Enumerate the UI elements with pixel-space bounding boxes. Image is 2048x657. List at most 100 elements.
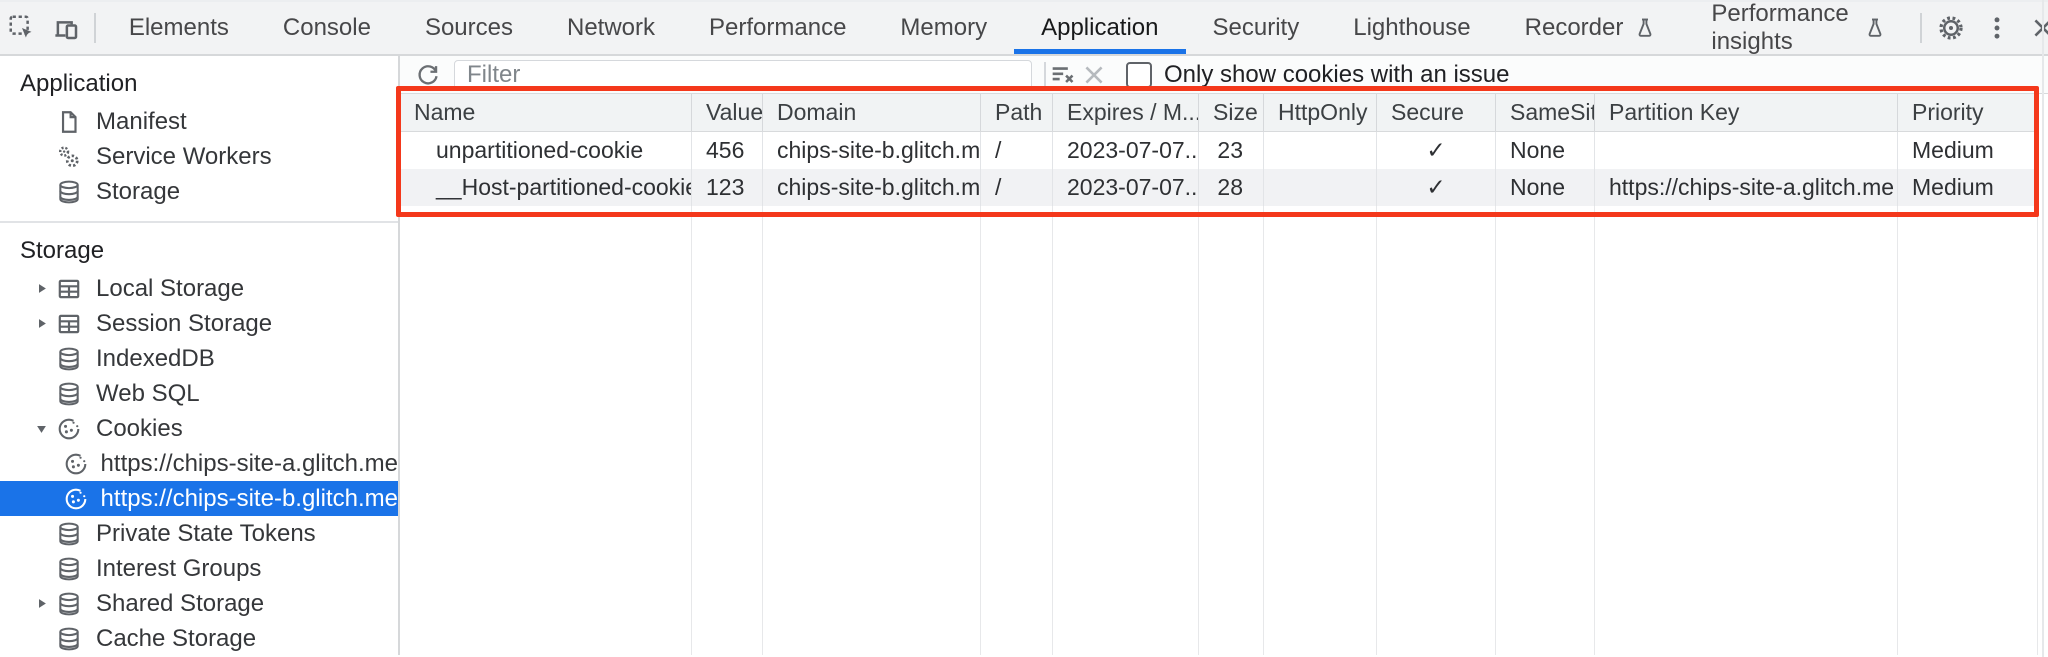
gear-icon [1936, 13, 1966, 43]
cell-httponly[interactable] [1264, 169, 1377, 206]
cell-size[interactable]: 28 [1199, 169, 1264, 206]
cookie-icon [63, 449, 89, 479]
cell-expires[interactable]: 2023-07-07... [1053, 169, 1199, 206]
sidebar-item-private-state-tokens[interactable]: Private State Tokens [0, 516, 398, 551]
cell-domain[interactable]: chips-site-b.glitch.me [763, 169, 981, 206]
cell-expires[interactable]: 2023-07-07... [1053, 132, 1199, 169]
database-icon [54, 589, 84, 619]
chevron-down-icon[interactable] [30, 421, 52, 436]
toggle-device-toolbar-button[interactable] [44, 2, 88, 54]
database-icon [54, 344, 84, 374]
sidebar-item-cookie-chips-site-b[interactable]: https://chips-site-b.glitch.me [0, 481, 398, 516]
delete-selected-button[interactable] [1078, 59, 1110, 91]
devtools-tabbar: Elements Console Sources Network Perform… [0, 0, 2048, 56]
chevron-right-icon[interactable] [30, 596, 52, 611]
tab-lighthouse[interactable]: Lighthouse [1353, 14, 1471, 41]
table-header-row: Name Value Domain Path Expires / M... Si… [400, 94, 2038, 132]
experiment-beaker-icon [1633, 16, 1657, 40]
clear-filter-button[interactable] [1046, 59, 1078, 91]
sidebar-item-web-sql[interactable]: Web SQL [0, 376, 398, 411]
cell-path[interactable]: / [981, 132, 1053, 169]
cookie-icon [54, 414, 84, 444]
cookie-icon [63, 484, 89, 514]
refresh-button[interactable] [412, 59, 444, 91]
cell-value[interactable]: 123 [692, 169, 763, 206]
experiment-beaker-icon [1863, 16, 1887, 40]
tab-sources[interactable]: Sources [424, 14, 513, 41]
section-separator: Storage [0, 221, 398, 271]
cell-secure[interactable]: ✓ [1377, 169, 1496, 206]
settings-button[interactable] [1928, 2, 1974, 54]
sidebar-item-storage[interactable]: Storage [0, 174, 398, 209]
tab-recorder[interactable]: Recorder [1498, 2, 1685, 54]
tab-console[interactable]: Console [282, 14, 371, 41]
column-header-size[interactable]: Size [1199, 94, 1264, 131]
close-icon [2029, 14, 2048, 42]
cell-priority[interactable]: Medium [1898, 169, 2038, 206]
cell-samesite[interactable]: None [1496, 169, 1595, 206]
panel-tabs: Elements Console Sources Network Perform… [102, 0, 1914, 55]
cell-domain[interactable]: chips-site-b.glitch.me [763, 132, 981, 169]
chevron-right-icon[interactable] [30, 316, 52, 331]
sidebar-item-session-storage[interactable]: Session Storage [0, 306, 398, 341]
application-sidebar: Application Manifest [0, 56, 400, 655]
only-issue-checkbox[interactable] [1126, 61, 1152, 88]
sidebar-item-local-storage[interactable]: Local Storage [0, 271, 398, 306]
toolbar-divider [1919, 13, 1922, 43]
cell-partition-key[interactable]: https://chips-site-a.glitch.me [1595, 169, 1898, 206]
more-options-button[interactable] [1974, 2, 2020, 54]
sidebar-item-interest-groups[interactable]: Interest Groups [0, 551, 398, 586]
cell-httponly[interactable] [1264, 132, 1377, 169]
column-header-expires[interactable]: Expires / M... [1053, 94, 1199, 131]
clear-x-icon [1080, 61, 1108, 89]
tab-performance-insights[interactable]: Performance insights [1684, 0, 1914, 55]
document-icon [54, 107, 84, 137]
column-header-domain[interactable]: Domain [763, 94, 981, 131]
filter-input[interactable] [454, 59, 1032, 90]
refresh-icon [414, 61, 442, 89]
tab-network[interactable]: Network [567, 14, 656, 41]
chevron-right-icon[interactable] [30, 281, 52, 296]
table-empty-area [400, 206, 2038, 655]
cell-size[interactable]: 23 [1199, 132, 1264, 169]
cell-priority[interactable]: Medium [1898, 132, 2038, 169]
column-header-partition-key[interactable]: Partition Key [1595, 94, 1898, 131]
column-header-samesite[interactable]: SameSite [1496, 94, 1595, 131]
column-header-httponly[interactable]: HttpOnly [1264, 94, 1377, 131]
section-title-storage: Storage [20, 237, 105, 264]
sidebar-item-service-workers[interactable]: Service Workers [0, 139, 398, 174]
only-issue-checkbox-label[interactable]: Only show cookies with an issue [1164, 60, 1510, 88]
database-icon [54, 624, 84, 654]
tab-application[interactable]: Application [1014, 2, 1185, 54]
column-header-name[interactable]: Name [400, 94, 692, 131]
toolbar-divider [93, 13, 96, 43]
column-header-value[interactable]: Value [692, 94, 763, 131]
cell-partition-key[interactable] [1595, 132, 1898, 169]
sidebar-item-cache-storage[interactable]: Cache Storage [0, 621, 398, 655]
table-row-host-partitioned-cookie[interactable]: __Host-partitioned-cookie 123 chips-site… [400, 169, 2038, 206]
column-header-priority[interactable]: Priority [1898, 94, 2038, 131]
table-row-unpartitioned-cookie[interactable]: unpartitioned-cookie 456 chips-site-b.gl… [400, 132, 2038, 169]
sidebar-item-shared-storage[interactable]: Shared Storage [0, 586, 398, 621]
cell-name[interactable]: unpartitioned-cookie [400, 132, 692, 169]
inspect-element-button[interactable] [0, 2, 44, 54]
column-header-path[interactable]: Path [981, 94, 1053, 131]
sidebar-item-cookie-chips-site-a[interactable]: https://chips-site-a.glitch.me [0, 446, 398, 481]
table-icon [54, 309, 84, 339]
tab-memory[interactable]: Memory [900, 14, 988, 41]
cell-name[interactable]: __Host-partitioned-cookie [400, 169, 692, 206]
sidebar-item-cookies[interactable]: Cookies [0, 411, 398, 446]
tab-performance[interactable]: Performance [709, 14, 847, 41]
database-icon [54, 554, 84, 584]
sidebar-item-manifest[interactable]: Manifest [0, 104, 398, 139]
cell-value[interactable]: 456 [692, 132, 763, 169]
tab-security[interactable]: Security [1212, 14, 1300, 41]
tab-elements[interactable]: Elements [128, 14, 229, 41]
sidebar-item-indexeddb[interactable]: IndexedDB [0, 341, 398, 376]
cell-samesite[interactable]: None [1496, 132, 1595, 169]
column-header-secure[interactable]: Secure [1377, 94, 1496, 131]
cell-secure[interactable]: ✓ [1377, 132, 1496, 169]
cookies-panel: Only show cookies with an issue Name Val… [400, 56, 2048, 655]
section-title-application: Application [20, 70, 138, 97]
cell-path[interactable]: / [981, 169, 1053, 206]
